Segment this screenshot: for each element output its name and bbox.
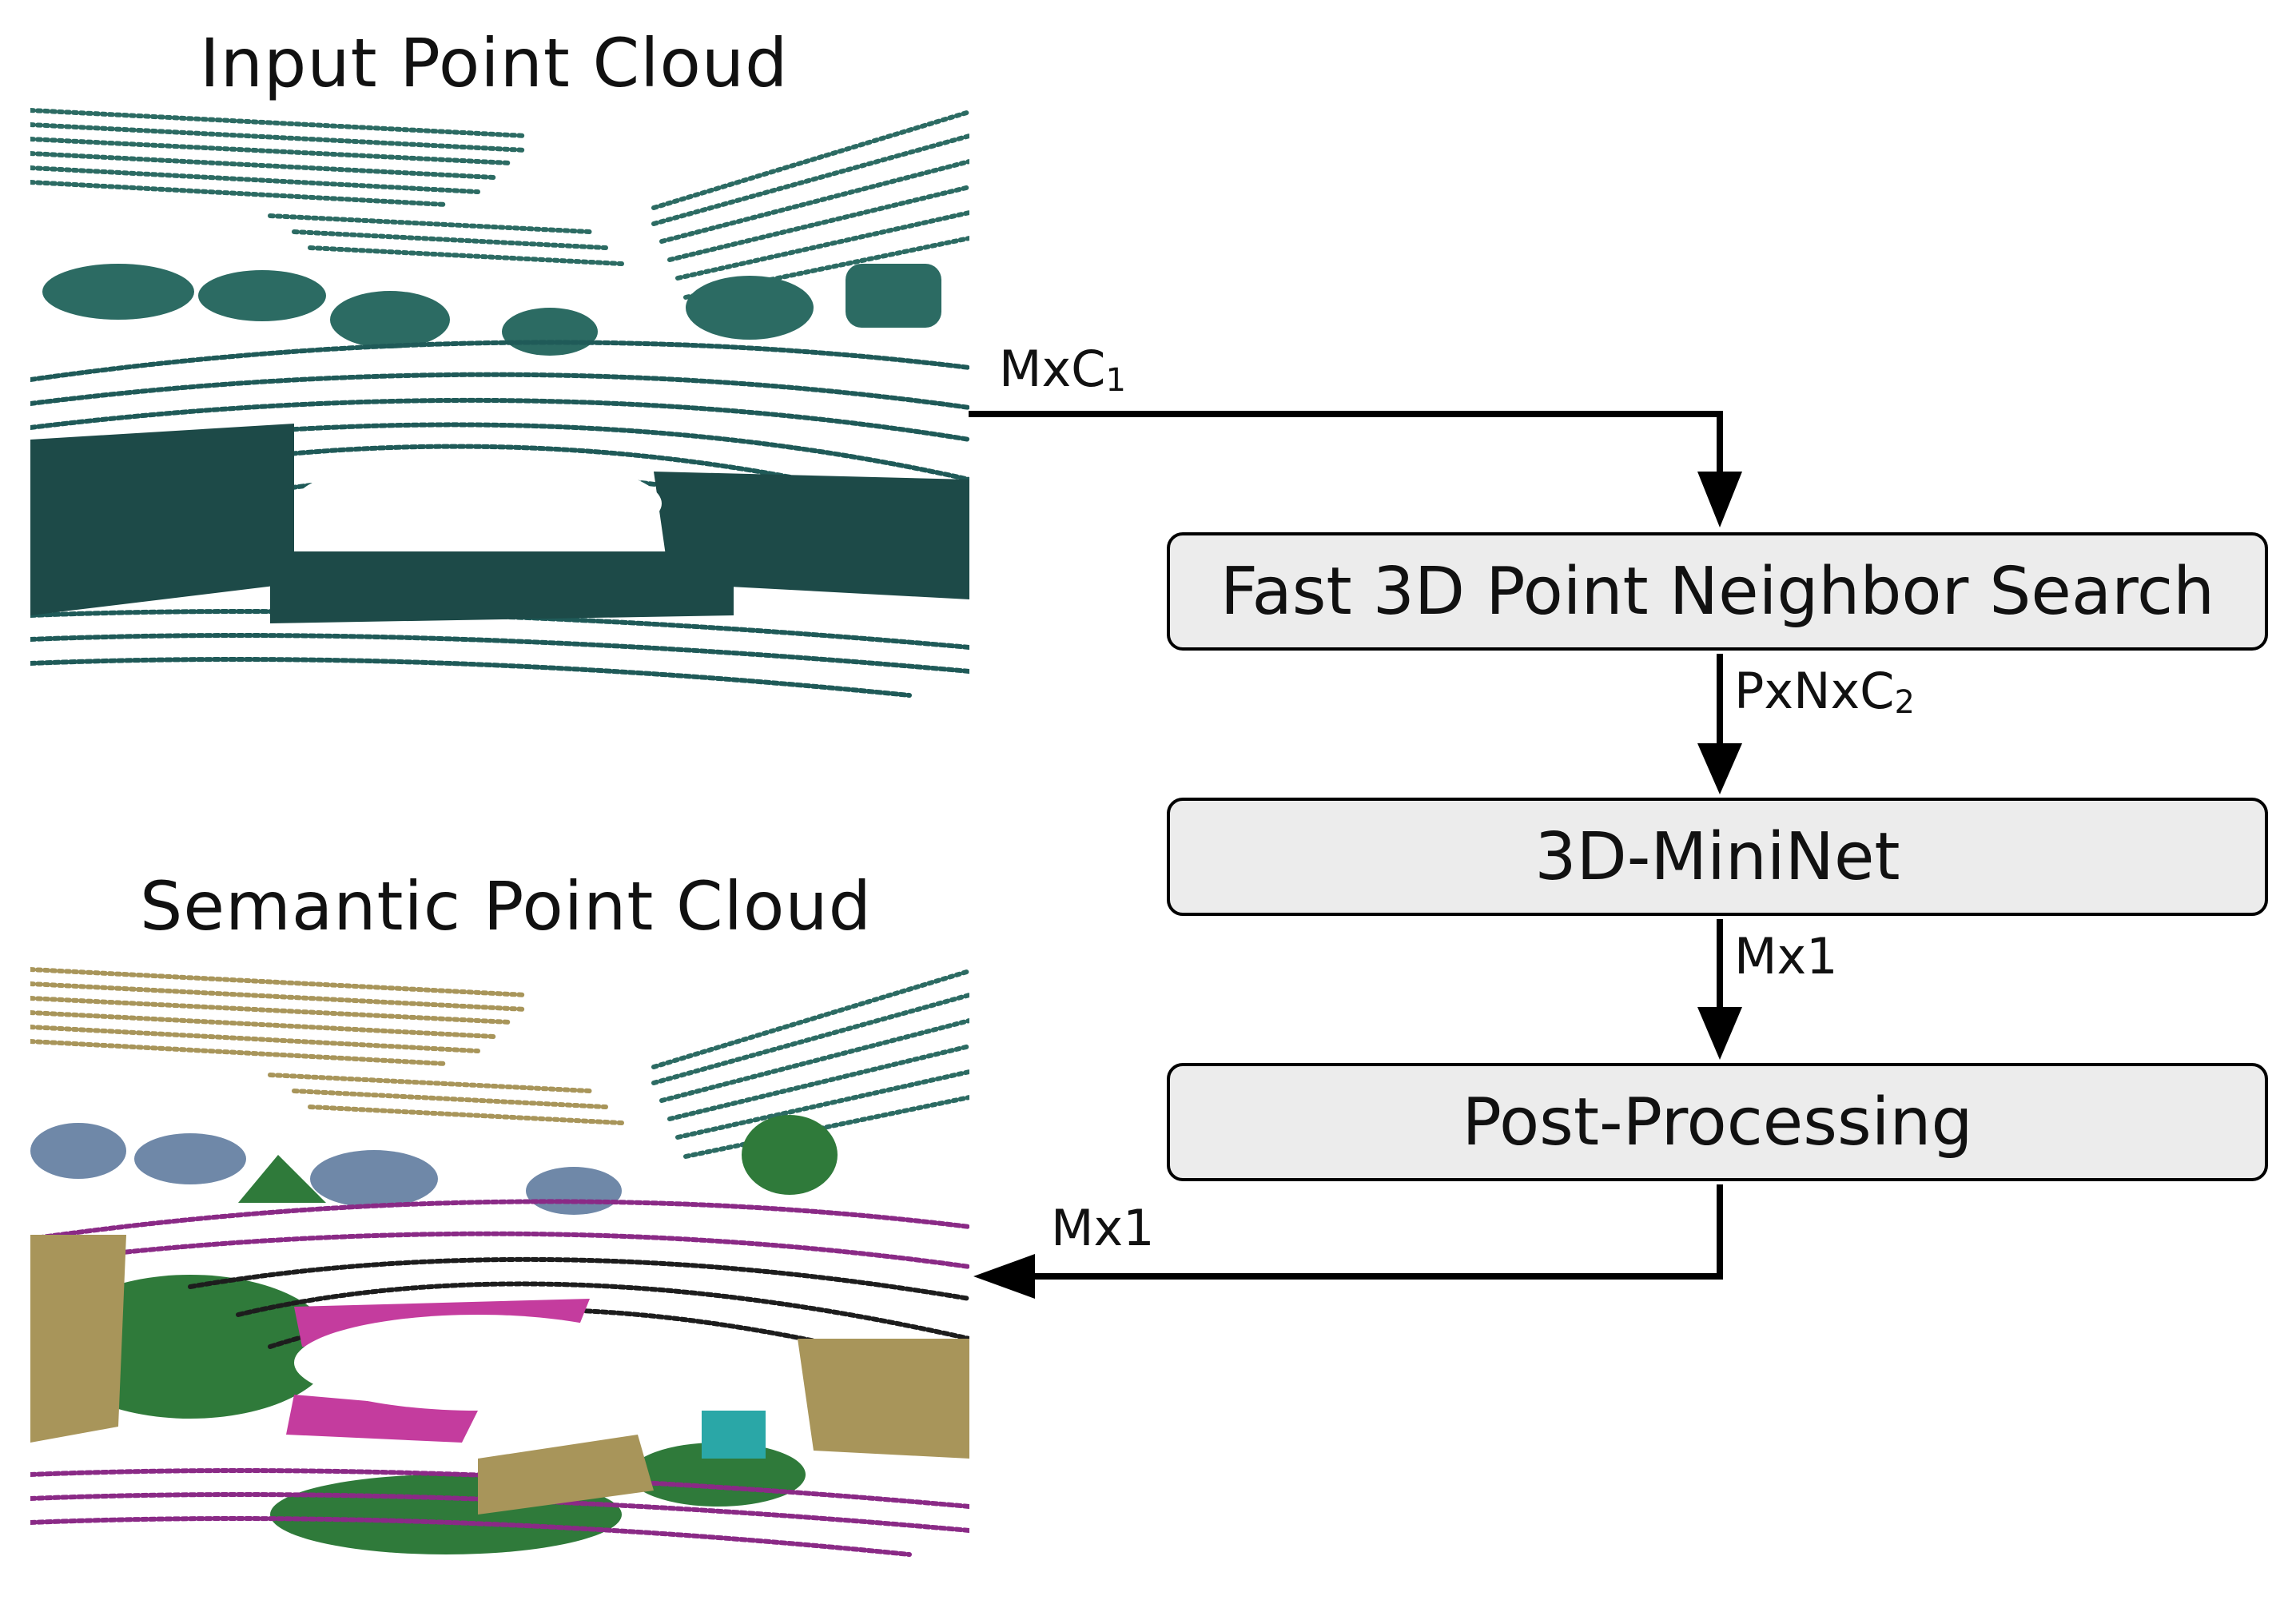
3d-mininet-block: 3D-MiniNet [1167, 798, 2268, 916]
input-arrowhead [1697, 472, 1742, 527]
output-arrow [1031, 1184, 1723, 1280]
input-edge-label: MxC1 [999, 340, 1126, 399]
empty-ground-region [294, 1315, 662, 1411]
input-point-cloud-image [30, 108, 969, 698]
fast-3d-point-neighbor-search-block: Fast 3D Point Neighbor Search [1167, 532, 2268, 651]
output-arrowhead [973, 1254, 1035, 1299]
search-arrowhead [1697, 743, 1742, 794]
output-edge-label: Mx1 [1051, 1199, 1155, 1257]
semantic-point-cloud-title: Semantic Point Cloud [140, 867, 872, 945]
search-output-edge-label: PxNxC2 [1734, 662, 1915, 721]
semantic-cloud-scans [30, 967, 969, 1557]
mininet-output-edge-label: Mx1 [1734, 927, 1838, 985]
input-cloud-scans [30, 108, 969, 698]
mininet-arrowhead [1697, 1007, 1742, 1060]
input-point-cloud-title: Input Point Cloud [200, 24, 789, 102]
input-arrow [969, 411, 1723, 476]
empty-ground-region [294, 456, 662, 551]
semantic-point-cloud-image [30, 967, 969, 1557]
post-processing-block: Post-Processing [1167, 1063, 2268, 1181]
